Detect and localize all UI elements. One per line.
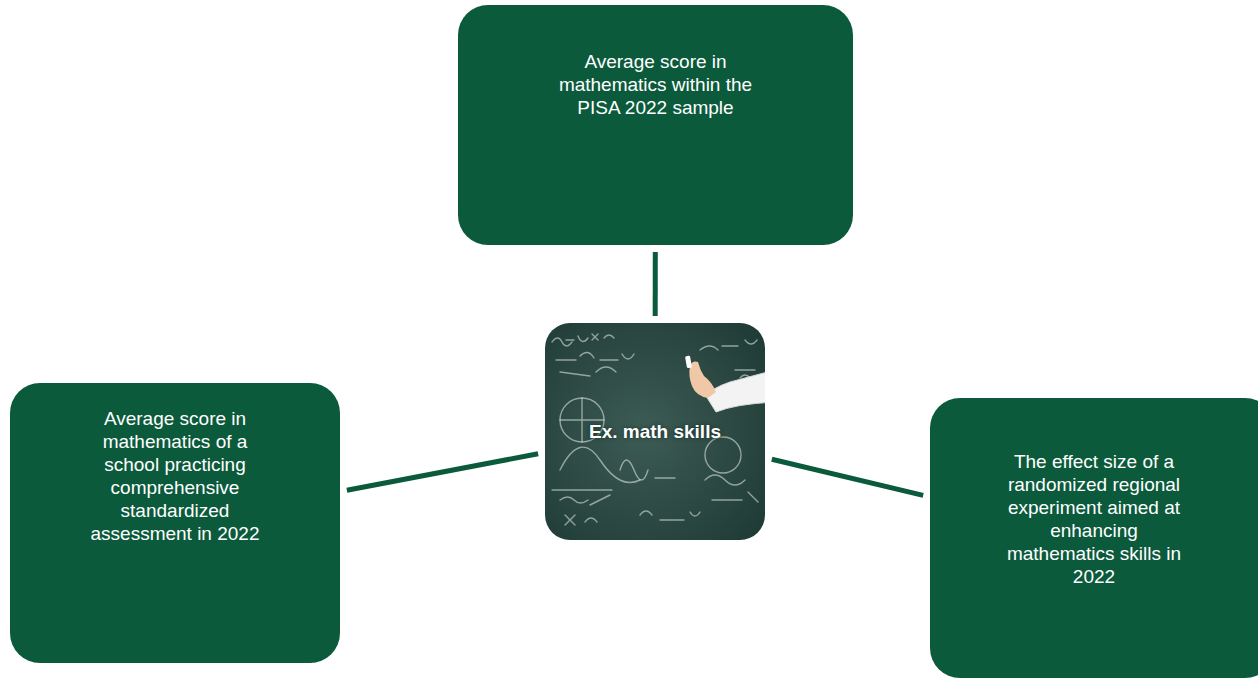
measure-box: The effect size of a randomized regional… (930, 398, 1258, 678)
box-label: Average score in mathematics within the … (548, 50, 763, 119)
central-concept-box: Ex. math skills (545, 323, 765, 540)
connector-line (347, 454, 538, 490)
chalkboard (545, 323, 765, 540)
measure-box: Average score in mathematics of a school… (10, 383, 340, 663)
teacher-arm (685, 356, 765, 412)
connector-line (772, 459, 923, 495)
measure-box: Average score in mathematics within the … (458, 5, 853, 245)
concept-label: Ex. math skills (589, 420, 721, 443)
box-label: Average score in mathematics of a school… (85, 407, 265, 545)
box-label: The effect size of a randomized regional… (997, 450, 1192, 588)
chalk-scribbles (552, 334, 758, 525)
connector-line (653, 252, 658, 316)
